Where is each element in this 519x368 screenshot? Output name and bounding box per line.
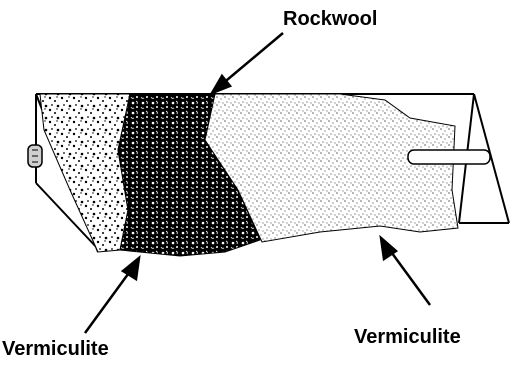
vermiculite-right-label: Vermiculite — [354, 327, 461, 347]
vermiculite-left-label: Vermiculite — [2, 339, 109, 359]
arrow-to-vermiculite-right — [381, 238, 430, 305]
rockwool-label: Rockwool — [283, 9, 377, 29]
drain-tube — [408, 150, 490, 164]
vermiculite-layer-left — [40, 94, 130, 252]
end-knob — [28, 145, 42, 167]
arrow-to-vermiculite-left — [85, 258, 139, 333]
arrow-to-rockwool — [212, 33, 283, 93]
